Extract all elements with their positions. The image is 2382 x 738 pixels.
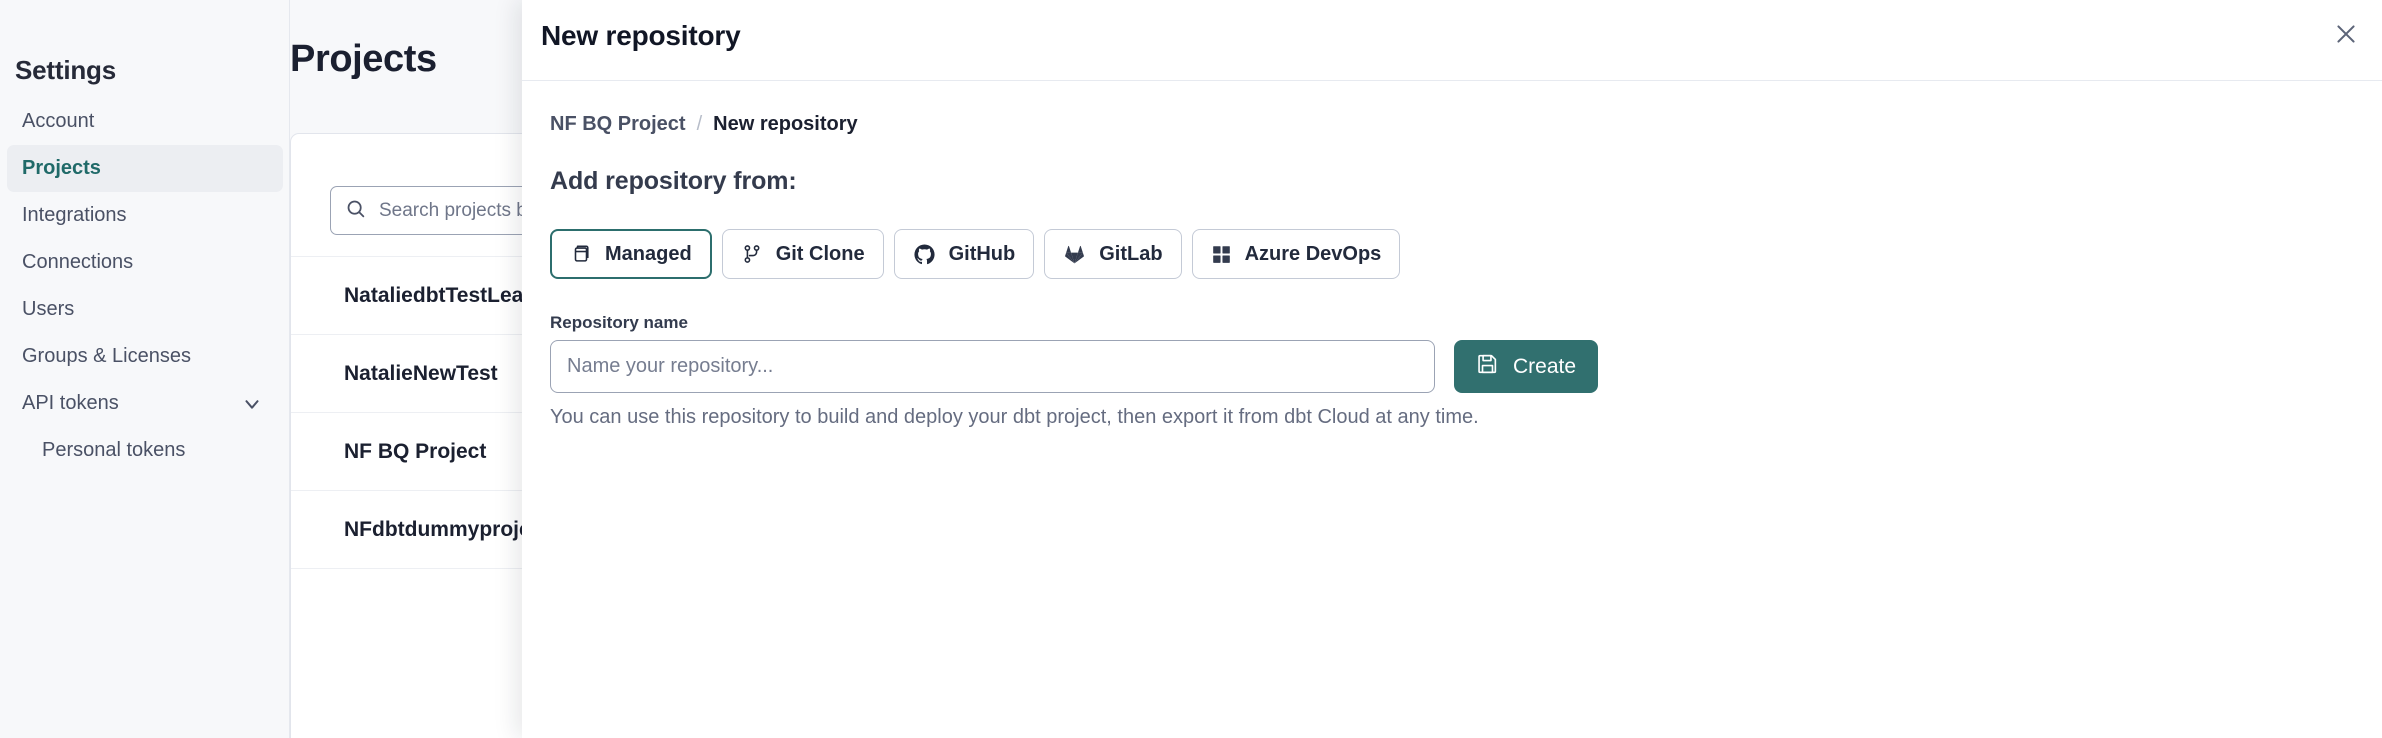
gitlab-icon bbox=[1063, 243, 1086, 266]
sidebar-item-label: Connections bbox=[22, 251, 134, 273]
search-icon bbox=[345, 198, 366, 224]
breadcrumb-separator: / bbox=[696, 113, 703, 135]
project-name: NatalieNewTest bbox=[344, 361, 498, 385]
breadcrumb-parent-link[interactable]: NF BQ Project bbox=[550, 113, 686, 135]
add-repository-from-heading: Add repository from: bbox=[550, 167, 797, 195]
project-name: NFdbtdummyproject bbox=[344, 517, 550, 541]
project-name: NF BQ Project bbox=[344, 439, 487, 463]
sidebar-item-label: API tokens bbox=[22, 392, 119, 414]
save-icon bbox=[1476, 352, 1499, 381]
git-branch-icon bbox=[741, 243, 763, 265]
repository-helper-text: You can use this repository to build and… bbox=[550, 406, 1479, 428]
tab-github[interactable]: GitHub bbox=[893, 229, 1035, 279]
sidebar-item-label: Groups & Licenses bbox=[22, 345, 191, 367]
tab-label: GitLab bbox=[1099, 242, 1163, 265]
database-stack-icon bbox=[570, 243, 592, 265]
tab-label: Git Clone bbox=[775, 242, 865, 265]
page-title: Projects bbox=[290, 38, 437, 80]
sidebar-item-api-tokens[interactable]: API tokens bbox=[7, 380, 283, 427]
breadcrumb: NF BQ Project / New repository bbox=[550, 113, 858, 136]
sidebar-item-connections[interactable]: Connections bbox=[7, 239, 283, 286]
panel-header: New repository bbox=[522, 0, 2382, 81]
sidebar-nav-list: Account Projects Integrations Connection… bbox=[0, 98, 290, 474]
tab-gitlab[interactable]: GitLab bbox=[1044, 229, 1182, 279]
tab-git-clone[interactable]: Git Clone bbox=[721, 229, 884, 279]
sidebar-item-label: Projects bbox=[22, 157, 101, 179]
tab-azure-devops[interactable]: Azure DevOps bbox=[1191, 229, 1401, 279]
panel-title: New repository bbox=[541, 20, 741, 51]
project-name: NataliedbtTestLearn T bbox=[344, 283, 563, 307]
sidebar-item-label: Integrations bbox=[22, 204, 127, 226]
chevron-down-icon[interactable] bbox=[241, 393, 263, 415]
create-button[interactable]: Create bbox=[1454, 340, 1599, 393]
sidebar-item-label: Personal tokens bbox=[42, 439, 186, 461]
create-button-label: Create bbox=[1513, 354, 1577, 378]
tab-label: Azure DevOps bbox=[1244, 242, 1382, 265]
sidebar-item-label: Users bbox=[22, 298, 75, 320]
sidebar-item-users[interactable]: Users bbox=[7, 286, 283, 333]
tab-managed[interactable]: Managed bbox=[550, 229, 712, 279]
sidebar-item-groups-licenses[interactable]: Groups & Licenses bbox=[7, 333, 283, 380]
repository-name-label: Repository name bbox=[550, 313, 688, 332]
repository-source-tabs: Managed Git Clone GitHub bbox=[550, 229, 1401, 279]
sidebar-item-account[interactable]: Account bbox=[7, 98, 283, 145]
breadcrumb-current: New repository bbox=[713, 113, 858, 135]
close-icon[interactable] bbox=[2328, 16, 2364, 52]
github-icon bbox=[913, 243, 936, 266]
sidebar-item-projects[interactable]: Projects bbox=[7, 145, 283, 192]
new-repository-panel: New repository NF BQ Project / New repos… bbox=[522, 0, 2382, 738]
sidebar-item-personal-tokens[interactable]: Personal tokens bbox=[7, 427, 283, 474]
tab-label: GitHub bbox=[948, 242, 1016, 265]
tab-label: Managed bbox=[605, 242, 692, 265]
sidebar-item-label: Account bbox=[22, 110, 95, 132]
sidebar-item-integrations[interactable]: Integrations bbox=[7, 192, 283, 239]
repository-name-input[interactable] bbox=[550, 340, 1435, 393]
sidebar-title: Settings bbox=[15, 55, 116, 85]
settings-sidebar: Settings Account Projects Integrations C… bbox=[0, 0, 290, 738]
azure-grid-icon bbox=[1211, 244, 1232, 265]
